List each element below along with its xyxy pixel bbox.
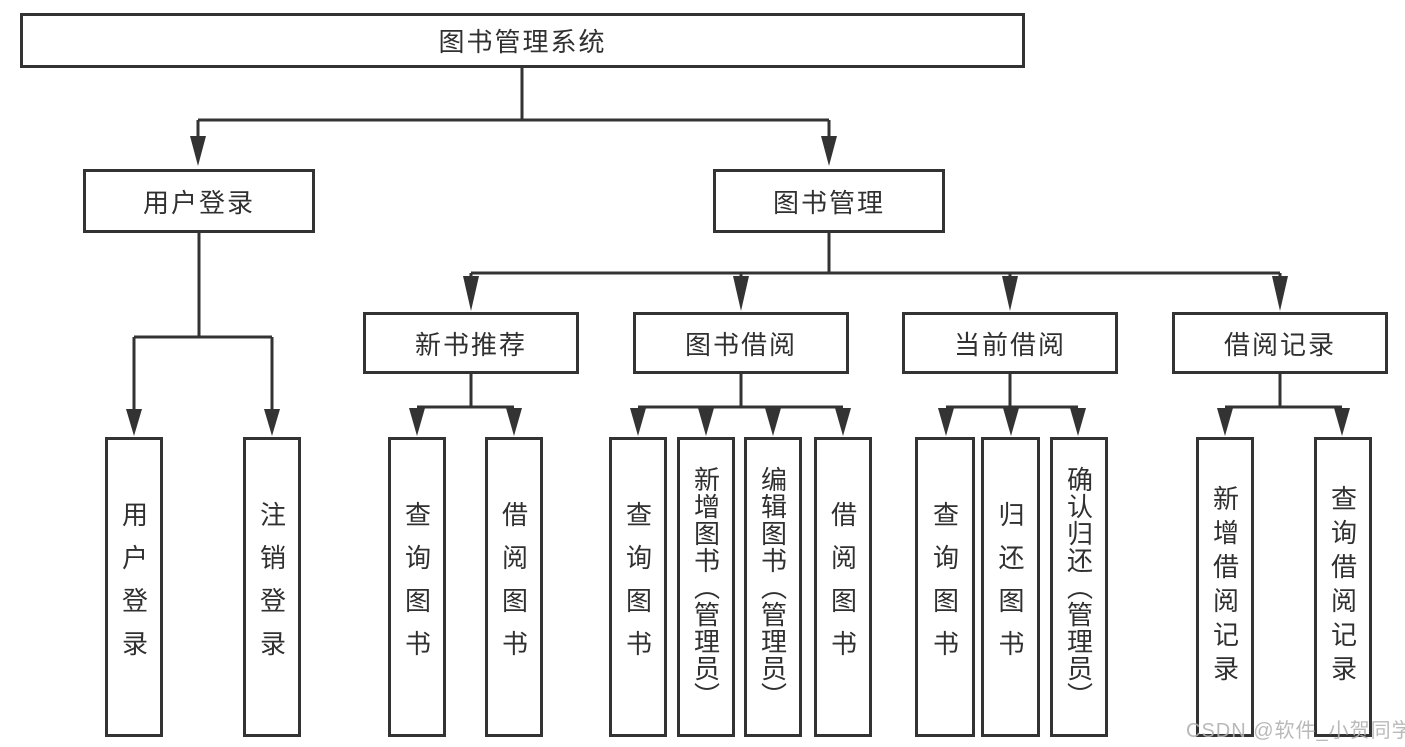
connector-root bbox=[196, 68, 831, 144]
arrow-down-icon bbox=[1002, 276, 1018, 311]
leaf-confirm-return-admin: 确认归还（管理员） bbox=[1050, 437, 1108, 737]
leaf-query-books-1: 查询图书 bbox=[388, 437, 446, 737]
csdn-watermark: CSDN @软件_小贺同学 bbox=[1186, 720, 1405, 742]
connector-current bbox=[946, 374, 1078, 409]
connector-new-book bbox=[417, 374, 514, 409]
arrow-down-icon bbox=[698, 408, 714, 436]
arrow-down-icon bbox=[506, 408, 522, 436]
node-root: 图书管理系统 bbox=[20, 13, 1025, 68]
arrow-down-icon bbox=[264, 409, 280, 436]
arrow-down-icon bbox=[190, 136, 206, 166]
node-new-book-recommend: 新书推荐 bbox=[363, 312, 579, 374]
arrow-down-icon bbox=[463, 276, 479, 311]
arrow-down-icon bbox=[821, 136, 837, 166]
arrow-down-icon bbox=[1070, 408, 1086, 436]
arrow-down-icon bbox=[1217, 408, 1233, 436]
leaf-logout: 注销登录 bbox=[243, 437, 301, 737]
arrowheads bbox=[126, 136, 1350, 436]
node-user-login: 用户登录 bbox=[83, 169, 315, 233]
node-book-management: 图书管理 bbox=[713, 169, 945, 233]
leaf-add-borrow-record: 新增借阅记录 bbox=[1196, 437, 1254, 737]
arrow-down-icon bbox=[1334, 408, 1350, 436]
arrow-down-icon bbox=[1003, 408, 1019, 436]
leaf-user-login: 用户登录 bbox=[105, 437, 163, 737]
leaf-borrow-books-1: 借阅图书 bbox=[485, 437, 543, 737]
arrow-down-icon bbox=[938, 408, 954, 436]
node-book-borrow: 图书借阅 bbox=[633, 312, 849, 374]
arrow-down-icon bbox=[409, 408, 425, 436]
connector-borrow bbox=[638, 374, 843, 409]
arrow-down-icon bbox=[835, 408, 851, 436]
leaf-query-books-3: 查询图书 bbox=[915, 437, 975, 737]
arrow-down-icon bbox=[765, 408, 781, 436]
node-current-borrow: 当前借阅 bbox=[902, 312, 1118, 374]
leaf-return-books: 归还图书 bbox=[981, 437, 1040, 737]
leaf-borrow-books-2: 借阅图书 bbox=[814, 437, 872, 737]
leaf-query-books-2: 查询图书 bbox=[609, 437, 667, 737]
leaf-edit-books-admin: 编辑图书（管理员） bbox=[744, 437, 802, 737]
connector-book-mgmt bbox=[469, 233, 1282, 284]
leaf-query-borrow-record: 查询借阅记录 bbox=[1314, 437, 1372, 737]
arrow-down-icon bbox=[1272, 276, 1288, 311]
node-borrow-records: 借阅记录 bbox=[1172, 312, 1388, 374]
arrow-down-icon bbox=[630, 408, 646, 436]
connector-user-login bbox=[132, 233, 274, 414]
arrow-down-icon bbox=[733, 276, 749, 311]
connector-records bbox=[1225, 374, 1342, 409]
arrow-down-icon bbox=[126, 409, 142, 436]
leaf-add-books-admin: 新增图书（管理员） bbox=[677, 437, 735, 737]
